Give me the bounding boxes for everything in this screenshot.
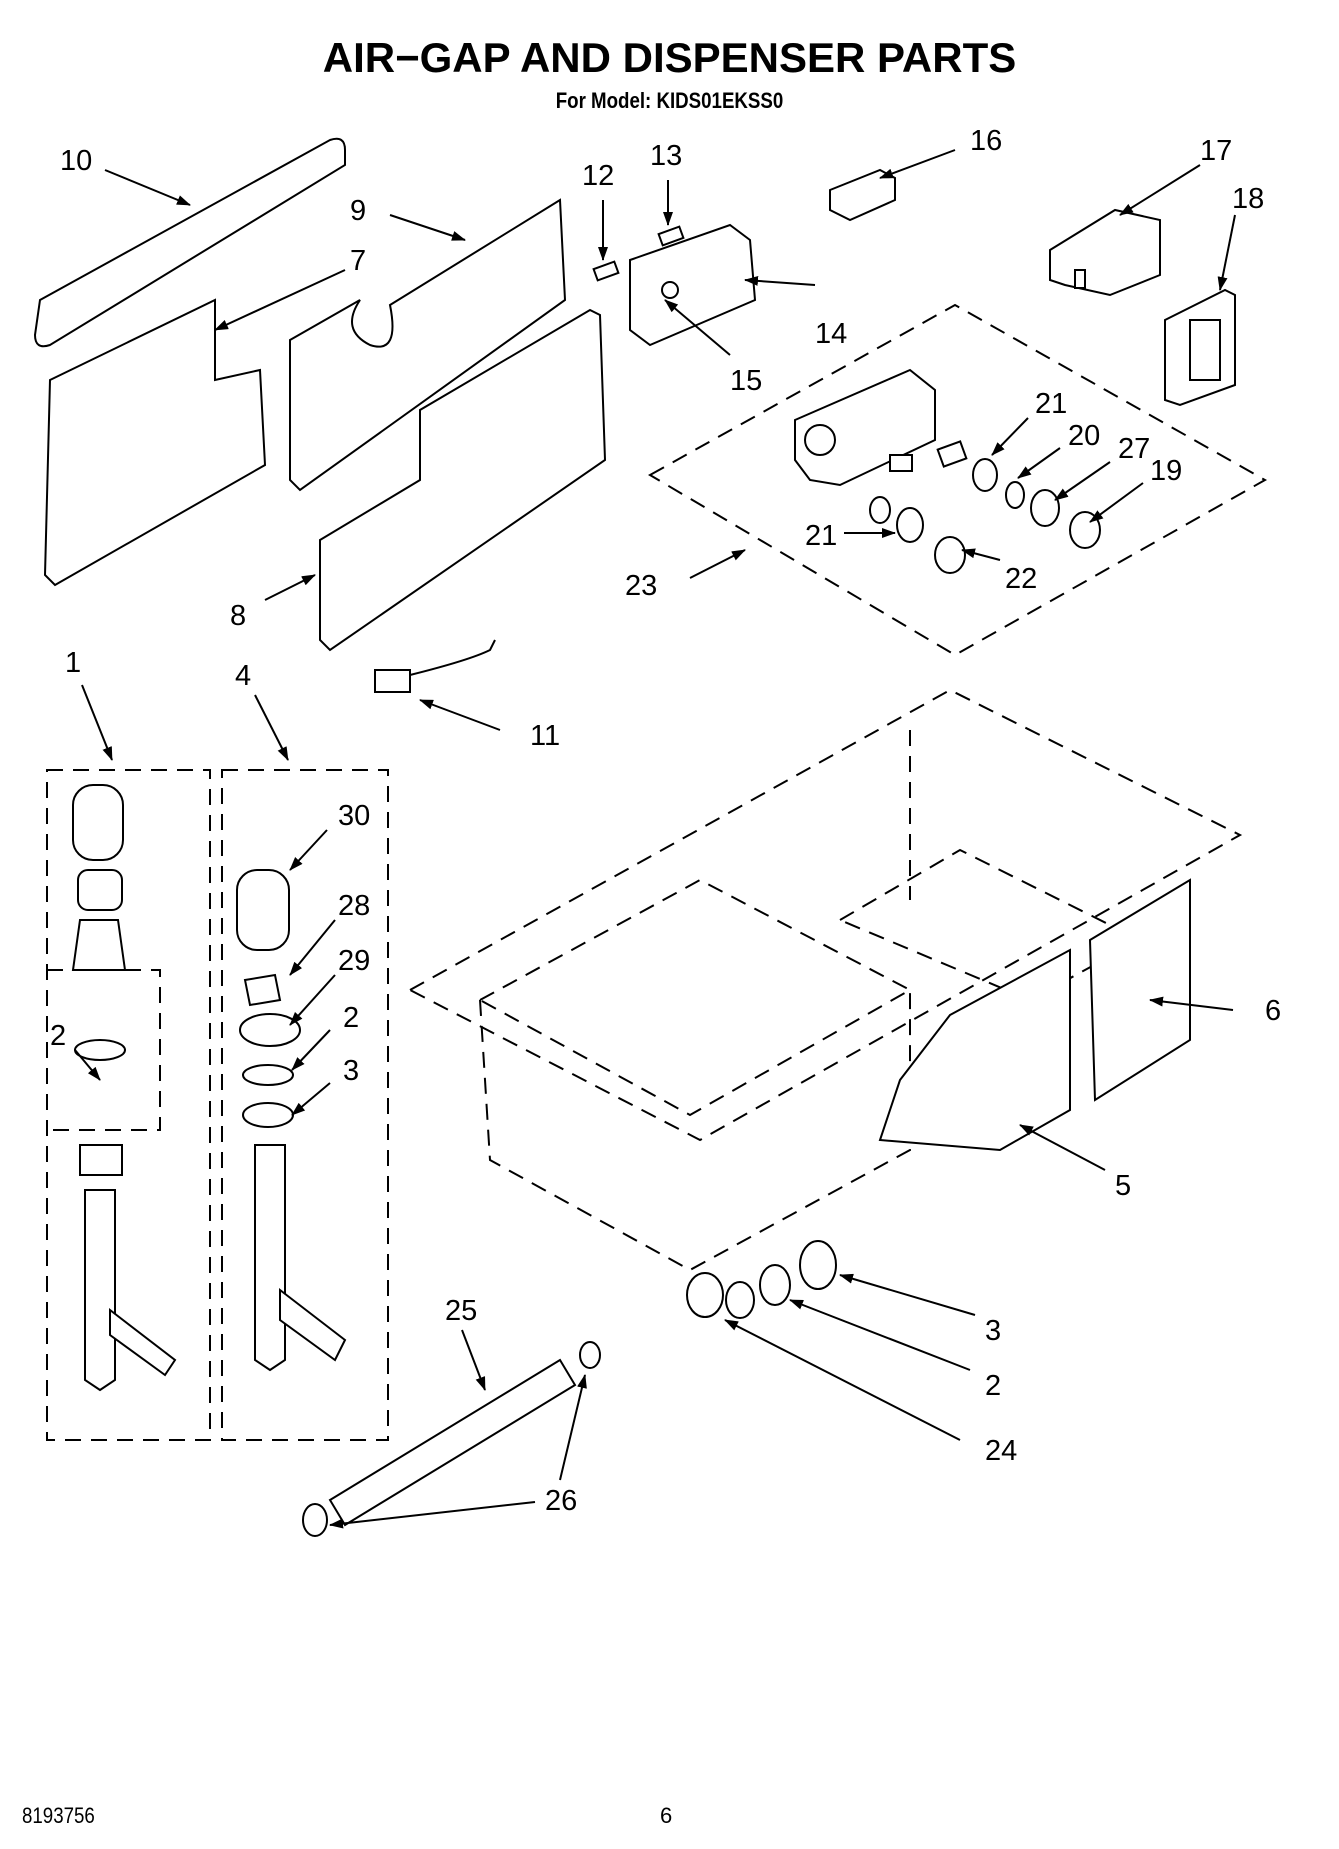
drain-parts <box>686 1240 837 1319</box>
callout-18: 18 <box>1232 183 1264 215</box>
dispenser-valve <box>794 368 936 487</box>
callout-17: 17 <box>1200 135 1232 167</box>
panel-7 <box>43 298 267 587</box>
callout-9: 9 <box>350 195 366 227</box>
document-number: 8193756 <box>22 1803 95 1828</box>
callout-1: 1 <box>65 647 81 679</box>
callout-labels: 10 9 7 8 12 13 16 17 18 14 15 21 20 27 1… <box>50 125 1281 1517</box>
callout-25: 25 <box>445 1295 477 1327</box>
callout-11: 11 <box>530 720 560 752</box>
hose-25 <box>328 1358 577 1527</box>
callout-3a: 3 <box>985 1315 1001 1347</box>
dispenser-small-parts <box>869 440 1101 574</box>
wire-harness-11 <box>374 639 496 693</box>
page-number: 6 <box>660 1803 673 1828</box>
panel-8 <box>319 308 607 652</box>
callout-22: 22 <box>1005 563 1037 595</box>
callout-21a: 21 <box>1035 388 1067 420</box>
callout-29: 29 <box>338 945 370 977</box>
callout-2a: 2 <box>50 1020 66 1052</box>
air-gap-assembly-1 <box>46 769 211 1441</box>
callout-3b: 3 <box>343 1055 359 1087</box>
callout-5: 5 <box>1115 1170 1131 1202</box>
callout-26: 26 <box>545 1485 577 1517</box>
dispenser-assembly-outline <box>647 303 1268 657</box>
callout-10: 10 <box>60 145 92 177</box>
cover-17 <box>1049 208 1161 297</box>
callout-2c: 2 <box>985 1370 1001 1402</box>
insulation-6 <box>1088 878 1191 1102</box>
callout-23: 23 <box>625 570 657 602</box>
leader-lines <box>74 149 1236 1529</box>
callout-7: 7 <box>350 245 366 277</box>
label-18 <box>1164 288 1236 407</box>
callout-6: 6 <box>1265 995 1281 1027</box>
page-title: AIR−GAP AND DISPENSER PARTS <box>322 34 1017 81</box>
hose-clamps-26 <box>302 1341 601 1537</box>
model-subtitle: For Model: KIDS01EKSS0 <box>555 88 784 113</box>
clip-16 <box>829 168 896 222</box>
callout-14: 14 <box>815 318 847 350</box>
callout-27: 27 <box>1118 433 1150 465</box>
panel-9 <box>289 198 567 492</box>
callout-21b: 21 <box>805 520 837 552</box>
callout-20: 20 <box>1068 420 1100 452</box>
callout-30: 30 <box>338 800 370 832</box>
panel-10 <box>33 137 346 348</box>
callout-28: 28 <box>338 890 370 922</box>
screw-12 <box>592 260 620 282</box>
callout-8: 8 <box>230 600 246 632</box>
callout-2b: 2 <box>343 1002 359 1034</box>
callout-13: 13 <box>650 140 682 172</box>
callout-15: 15 <box>730 365 762 397</box>
callout-16: 16 <box>970 125 1002 157</box>
callout-24: 24 <box>985 1435 1017 1467</box>
air-gap-assembly-4 <box>221 769 389 1441</box>
screw-13 <box>657 225 685 247</box>
insulation-5 <box>878 948 1071 1152</box>
callout-12: 12 <box>582 160 614 192</box>
bracket-14 <box>629 223 757 347</box>
callout-4: 4 <box>235 660 251 692</box>
callout-19: 19 <box>1150 455 1182 487</box>
